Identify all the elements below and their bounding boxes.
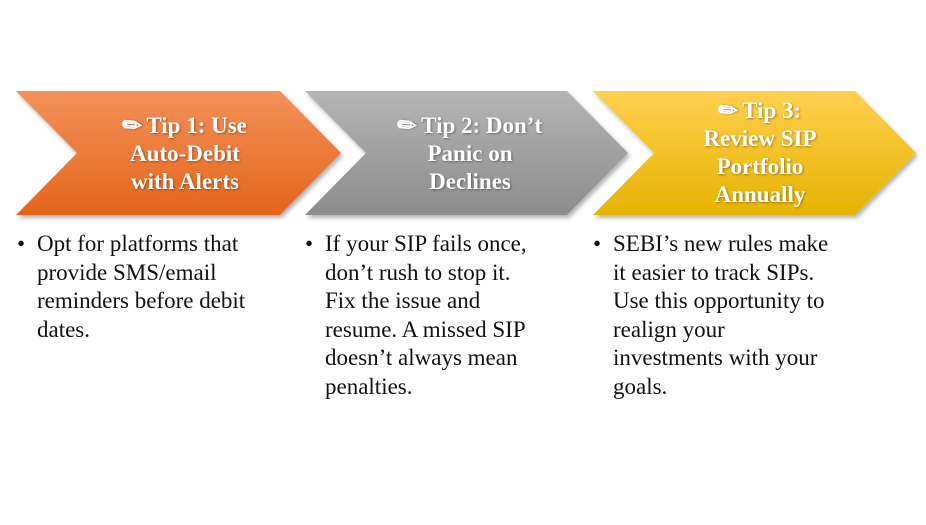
title-line: Tip 2: Don’t — [421, 113, 543, 138]
tip-1-title: ✎Tip 1: Use Auto-Debit with Alerts — [90, 109, 280, 196]
tip-3-chevron — [593, 91, 916, 215]
title-line: Panic on — [427, 141, 513, 166]
title-line: Tip 3: — [742, 98, 802, 123]
title-line: Annually — [714, 182, 806, 207]
tip-1-chevron — [16, 91, 341, 215]
pushpin-icon: ✎ — [391, 109, 423, 142]
pushpin-icon: ✎ — [116, 109, 148, 142]
title-line: Portfolio — [716, 154, 804, 179]
tip-2-title: ✎Tip 2: Don’t Panic on Declines — [370, 109, 570, 196]
tip-2-chevron — [305, 91, 628, 215]
title-line: with Alerts — [131, 169, 239, 194]
tip-1-text: Opt for platforms that provide SMS/email… — [17, 230, 247, 344]
tip-2-text: If your SIP fails once, don’t rush to st… — [305, 230, 545, 401]
title-line: Review SIP — [703, 126, 817, 151]
pushpin-icon: ✎ — [712, 94, 744, 127]
tip-1-bullets: Opt for platforms that provide SMS/email… — [17, 230, 247, 344]
tip-3-text: SEBI’s new rules make it easier to track… — [593, 230, 838, 401]
title-line: Auto-Debit — [130, 141, 240, 166]
tip-3-bullets: SEBI’s new rules make it easier to track… — [593, 230, 838, 401]
title-line: Tip 1: Use — [146, 113, 247, 138]
tip-2-bullets: If your SIP fails once, don’t rush to st… — [305, 230, 545, 401]
tip-3-title: ✎Tip 3: Review SIP Portfolio Annually — [660, 94, 860, 209]
title-line: Declines — [429, 169, 511, 194]
